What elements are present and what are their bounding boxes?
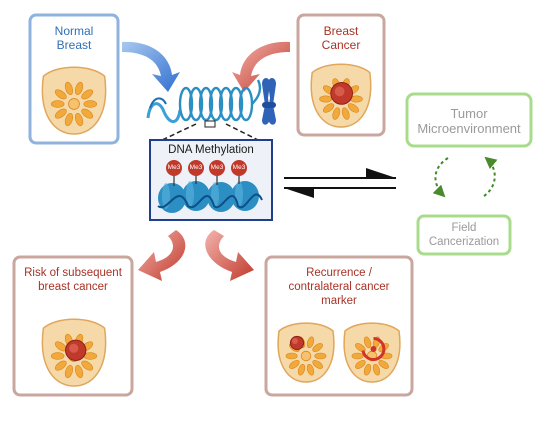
cancer-to-dna-arrow bbox=[232, 41, 290, 92]
cancer-breast-illustration bbox=[310, 63, 372, 128]
equilibrium-arrows bbox=[284, 168, 396, 198]
dna-to-risk-arrow bbox=[138, 230, 186, 281]
methyl-mark bbox=[209, 160, 225, 176]
recurrence-title: Recurrence / contralateral cancer marker bbox=[288, 267, 390, 307]
tumor-microenvironment-title: Tumor Microenvironment bbox=[417, 106, 521, 136]
dna-to-recurrence-arrow bbox=[205, 230, 254, 281]
methyl-label: Me3 bbox=[167, 164, 181, 171]
tumor-field-cycle bbox=[432, 156, 498, 198]
zoom-marker bbox=[204, 120, 216, 128]
field-cancerization-box bbox=[416, 214, 512, 256]
methyl-mark bbox=[166, 160, 182, 176]
methyl-label: Me3 bbox=[189, 164, 203, 171]
normal-to-dna-arrow bbox=[122, 41, 180, 92]
chromatin-coil bbox=[178, 79, 262, 122]
dna-methylation-title: DNA Methylation bbox=[168, 144, 254, 156]
recurrence-breast-left bbox=[277, 322, 335, 383]
methyl-pins bbox=[166, 160, 247, 186]
recurrence-ring bbox=[361, 337, 386, 361]
methyl-label: Me3 bbox=[210, 164, 224, 171]
chromosome-icon bbox=[262, 78, 276, 125]
breast-cancer-title: Breast Cancer bbox=[321, 24, 361, 52]
methyl-mark bbox=[231, 160, 247, 176]
normal-breast-illustration bbox=[41, 66, 107, 135]
risk-breast-illustration bbox=[41, 318, 107, 387]
field-cancerization-title: Field Cancerization bbox=[428, 222, 500, 248]
dna-strand bbox=[146, 97, 182, 123]
risk-title: Risk of subsequent breast cancer bbox=[24, 267, 122, 293]
normal-breast-title: Normal Breast bbox=[54, 24, 94, 52]
methyl-mark bbox=[188, 160, 204, 176]
nucleosomes bbox=[157, 181, 263, 213]
methyl-label: Me3 bbox=[232, 164, 246, 171]
tumor-microenvironment-box bbox=[405, 92, 533, 148]
recurrence-breast-right bbox=[343, 322, 401, 383]
